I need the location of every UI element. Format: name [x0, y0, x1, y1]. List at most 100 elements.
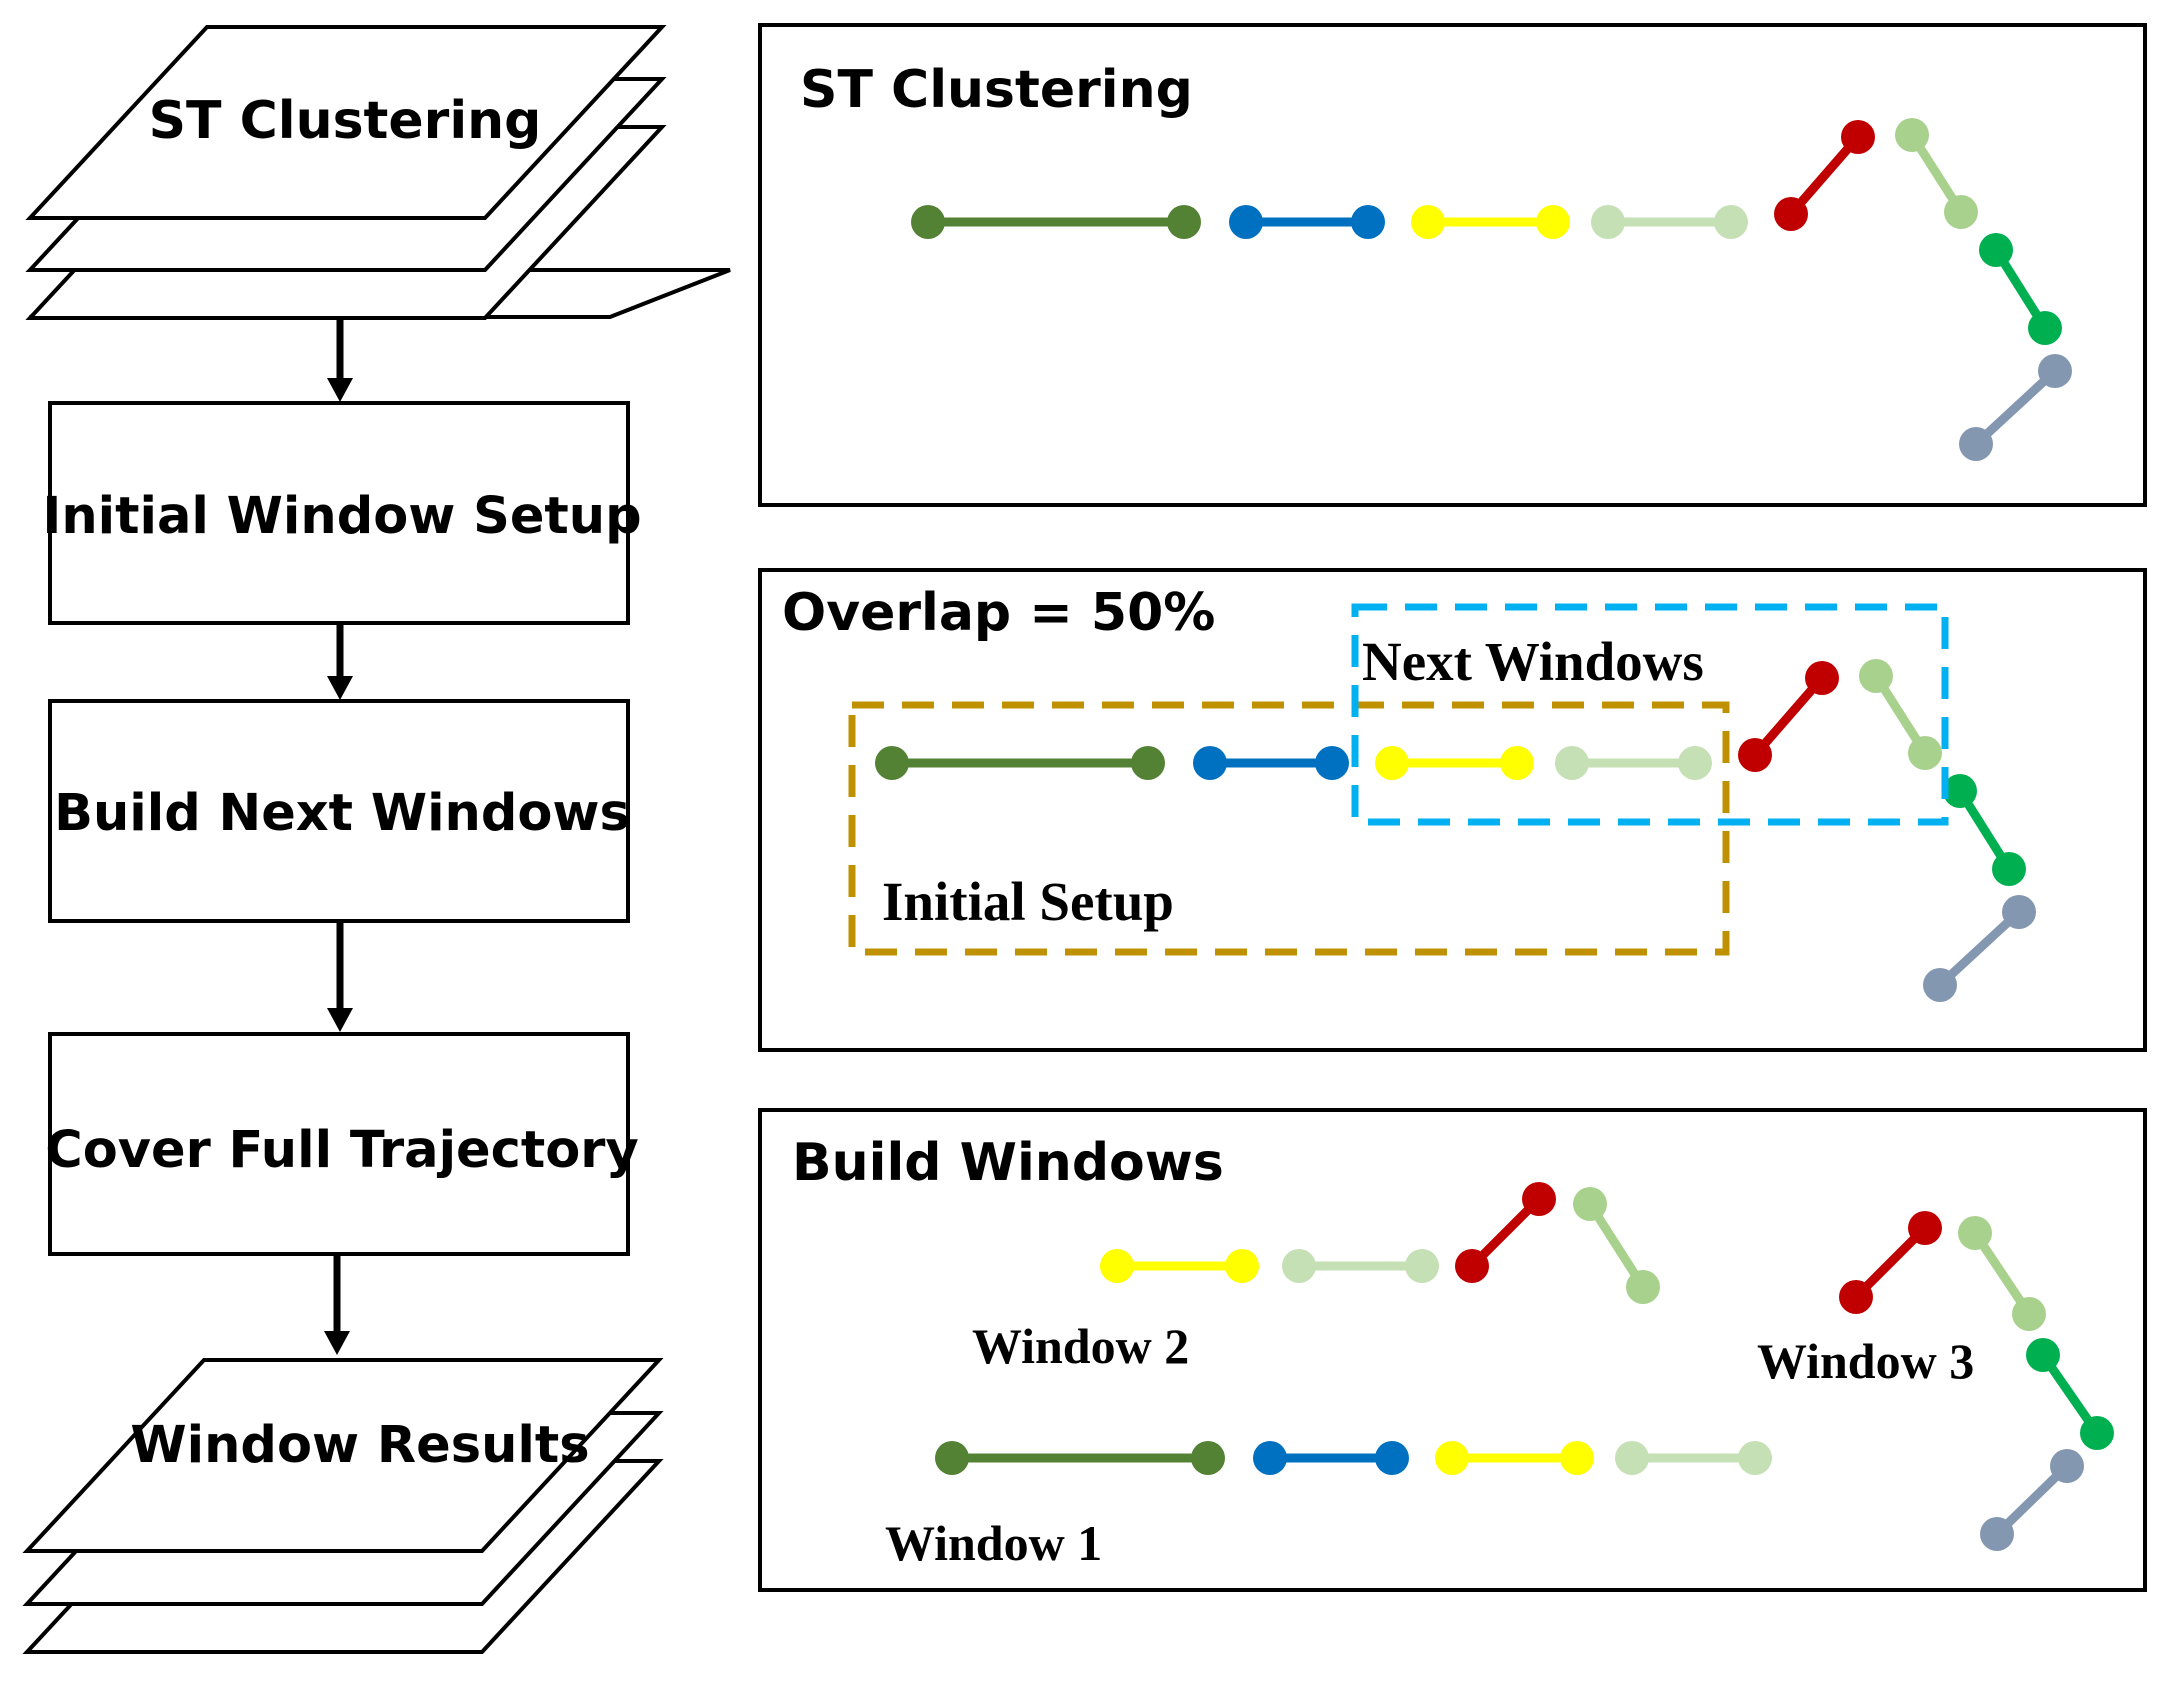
- segment-endpoint: [2080, 1416, 2114, 1450]
- segment-endpoint: [1959, 427, 1993, 461]
- segment-endpoint: [1193, 746, 1227, 780]
- segment-endpoint: [875, 746, 909, 780]
- panel-title: Overlap = 50%: [782, 583, 1215, 643]
- segment-endpoint: [1315, 746, 1349, 780]
- segment-endpoint: [1841, 120, 1875, 154]
- panel-overlap: Overlap = 50% Next Windows Initial Setup: [758, 568, 2147, 1052]
- segment-gray-blue: [1959, 354, 2072, 461]
- segment-yellow: [1375, 746, 1534, 780]
- segment-endpoint: [1167, 205, 1201, 239]
- segment-endpoint: [1591, 205, 1625, 239]
- segment-gray-blue: [1980, 1449, 2084, 1551]
- segment-endpoint: [1992, 852, 2026, 886]
- segment-endpoint: [1536, 205, 1570, 239]
- arrow-1: [327, 318, 353, 402]
- step-cover-full-trajectory: Cover Full Trajectory: [45, 1032, 639, 1256]
- segment-endpoint: [1615, 1441, 1649, 1475]
- window-1-label: Window 1: [885, 1515, 1102, 1571]
- window-2-label: Window 2: [972, 1318, 1189, 1374]
- initial-setup-box: [848, 701, 1730, 956]
- segment-red: [1774, 120, 1875, 231]
- step-label: Build Next Windows: [54, 784, 630, 843]
- panel-title: ST Clustering: [800, 60, 1193, 120]
- segment-endpoint: [1500, 746, 1534, 780]
- trajectory: [911, 118, 2072, 461]
- segment-endpoint: [1923, 968, 1957, 1002]
- segment-endpoint: [2038, 354, 2072, 388]
- segment-endpoint: [1351, 205, 1385, 239]
- segment-yellow: [1100, 1249, 1259, 1283]
- segment-endpoint: [911, 205, 945, 239]
- segment-endpoint: [1738, 738, 1772, 772]
- segment-endpoint: [1980, 1517, 2014, 1551]
- segment-dark-green: [911, 205, 1201, 239]
- segment-endpoint: [2026, 1338, 2060, 1372]
- segment-endpoint: [1375, 1441, 1409, 1475]
- segment-endpoint: [1714, 205, 1748, 239]
- segment-endpoint: [1805, 661, 1839, 695]
- segment-line: [1936, 908, 2023, 989]
- segment-blue: [1229, 205, 1385, 239]
- segment-red: [1455, 1182, 1556, 1283]
- step-initial-window-setup: Initial Window Setup: [42, 401, 642, 625]
- segment-dark-green: [935, 1441, 1225, 1475]
- segment-endpoint: [2002, 895, 2036, 929]
- segment-mid-green: [1859, 659, 1942, 770]
- segment-endpoint: [1555, 746, 1589, 780]
- initial-setup-label: Initial Setup: [882, 871, 1174, 932]
- segment-light-green: [1615, 1441, 1772, 1475]
- stack-layer-top: [22, 1358, 664, 1553]
- segment-endpoint: [1573, 1187, 1607, 1221]
- step-label: ST Clustering: [149, 91, 542, 151]
- segment-endpoint: [1411, 205, 1445, 239]
- step-st-clustering: ST Clustering: [25, 25, 731, 320]
- segment-endpoint: [1908, 736, 1942, 770]
- segment-dark-green: [875, 746, 1165, 780]
- arrow-2: [327, 623, 353, 700]
- segment-endpoint: [1944, 195, 1978, 229]
- segment-light-green: [1591, 205, 1748, 239]
- segment-gray-blue: [1923, 895, 2036, 1002]
- segment-endpoint: [1191, 1441, 1225, 1475]
- segment-endpoint: [1738, 1441, 1772, 1475]
- segment-endpoint: [1229, 205, 1263, 239]
- window-3-trajectory: [1839, 1211, 2114, 1551]
- step-build-next-windows: Build Next Windows: [48, 699, 630, 923]
- segment-endpoint: [2050, 1449, 2084, 1483]
- segment-endpoint: [1979, 233, 2013, 267]
- step-window-results: Window Results: [22, 1358, 664, 1654]
- segment-bright-green: [1979, 233, 2062, 345]
- window-1-trajectory: [935, 1441, 1772, 1475]
- step-label: Window Results: [130, 1416, 589, 1475]
- segment-mid-green: [1895, 118, 1978, 229]
- segment-line: [1751, 675, 1826, 758]
- segment-endpoint: [1908, 1211, 1942, 1245]
- segment-mid-green: [1573, 1187, 1660, 1304]
- segment-endpoint: [1522, 1182, 1556, 1216]
- window-2-trajectory: [1100, 1182, 1660, 1304]
- segment-endpoint: [2012, 1297, 2046, 1331]
- segment-endpoint: [935, 1441, 969, 1475]
- segment-endpoint: [1859, 659, 1893, 693]
- segment-yellow: [1411, 205, 1570, 239]
- panel-st-clustering: ST Clustering: [758, 23, 2147, 507]
- segment-endpoint: [1375, 746, 1409, 780]
- segment-endpoint: [1774, 197, 1808, 231]
- window-3-label: Window 3: [1757, 1333, 1974, 1389]
- segment-red: [1738, 661, 1839, 772]
- stack-layer-top: [25, 25, 667, 220]
- segment-blue: [1193, 746, 1349, 780]
- arrow-4: [324, 1254, 350, 1355]
- panel-title: Build Windows: [792, 1133, 1224, 1193]
- step-label: Cover Full Trajectory: [45, 1121, 638, 1180]
- next-windows-label: Next Windows: [1362, 631, 1704, 692]
- segment-light-green: [1282, 1249, 1439, 1283]
- segment-line: [1787, 134, 1862, 217]
- segment-endpoint: [1895, 118, 1929, 152]
- segment-yellow: [1435, 1441, 1594, 1475]
- segment-endpoint: [1560, 1441, 1594, 1475]
- segment-endpoint: [1455, 1249, 1489, 1283]
- segment-endpoint: [1958, 1216, 1992, 1250]
- segment-light-green: [1555, 746, 1712, 780]
